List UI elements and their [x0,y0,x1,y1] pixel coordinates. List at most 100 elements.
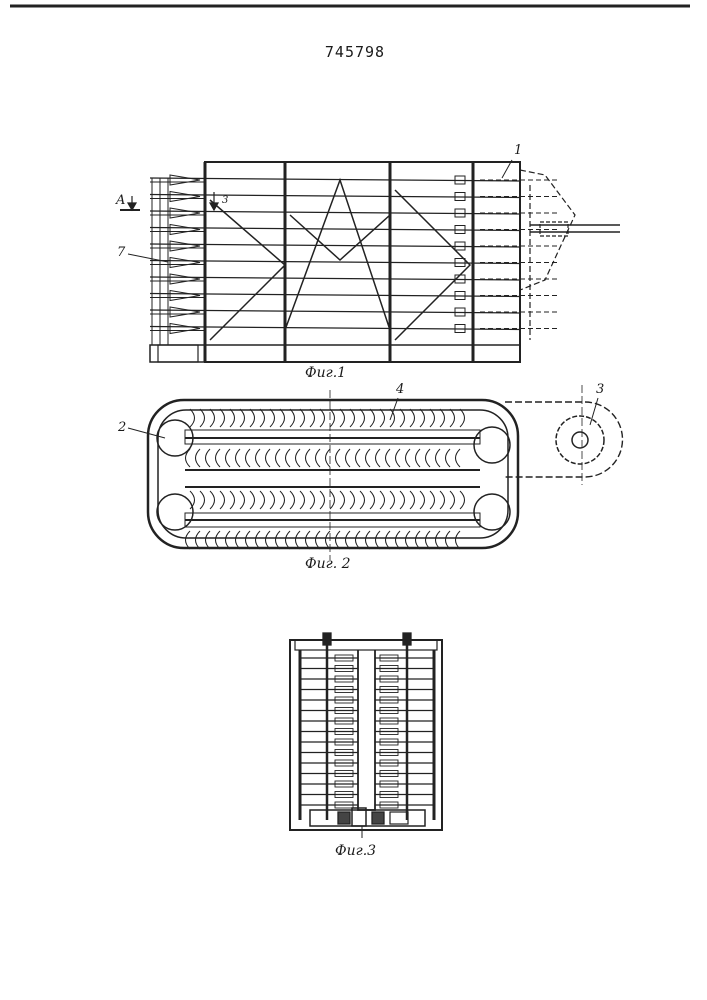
carrier-cup [260,491,265,509]
carrier-cup [340,409,345,427]
carrier-cup [300,491,305,509]
carrier-cup [280,409,285,427]
carrier-cup [426,531,431,549]
carrier-cup [236,449,241,467]
carrier-cup [196,449,201,467]
carrier-cup [286,449,291,467]
carrier-cup [310,409,315,427]
drive-hub [572,432,588,448]
carrier-cup [420,409,425,427]
carrier-cup [366,449,371,467]
bracing [210,200,285,340]
carrier-cup [456,449,461,467]
cone-carrier [170,324,200,334]
top-bar [295,640,437,650]
cone-carrier [170,241,200,251]
coupling [390,812,408,824]
carrier-cup [426,449,431,467]
carrier-cup [446,449,451,467]
carrier-cup [296,449,301,467]
carrier-cup [396,449,401,467]
carrier-cup [246,531,251,549]
label-section-ref: 3 [222,195,228,206]
post-top [403,633,411,645]
carrier-cup [276,531,281,549]
figure-2-plan-view [128,385,623,560]
carrier-cup [450,409,455,427]
carrier-cup [400,409,405,427]
carrier-cup [250,491,255,509]
post-top [323,633,331,645]
carrier-cup [236,531,241,549]
carrier-cup [300,409,305,427]
carrier-cup [220,409,225,427]
carrier-cup [280,491,285,509]
carrier-cup [370,409,375,427]
carrier-cup [410,409,415,427]
carrier-cup [256,449,261,467]
carrier-cup [386,449,391,467]
section-arrowhead [128,203,136,210]
carrier-cup [436,449,441,467]
carrier-cup [446,531,451,549]
carrier-cup [346,531,351,549]
carrier-cup [326,531,331,549]
carrier-cup [190,409,195,427]
carrier-cup [316,531,321,549]
carrier-cup [200,491,205,509]
carrier-cup [400,491,405,509]
carrier-cup [320,409,325,427]
carrier-cup [406,449,411,467]
carrier-cup [216,449,221,467]
carrier-cup [410,491,415,509]
carrier-cup [376,531,381,549]
carrier-cup [216,531,221,549]
carrier-cup [430,491,435,509]
drive-sprocket [556,416,604,464]
carrier-cup [296,531,301,549]
carrier-cup [210,409,215,427]
figure-1-side-view [120,160,620,362]
carrier-cup [260,409,265,427]
inner-track [158,410,508,538]
carrier-cup [440,491,445,509]
carrier-cup [266,449,271,467]
carrier-cup [336,449,341,467]
carrier-cup [200,409,205,427]
cone-carrier [170,208,200,218]
label-part-1: 1 [514,143,522,158]
carrier-cup [310,491,315,509]
carrier-cup [206,531,211,549]
cone-carrier [170,175,200,185]
bracing [285,180,390,330]
carrier-cup [256,531,261,549]
carrier-cup [440,409,445,427]
carrier-cup [196,531,201,549]
carrier-cup [316,449,321,467]
carrier-cup [456,531,461,549]
carrier-cup [336,531,341,549]
cone-carrier [170,225,200,235]
carrier-cup [450,491,455,509]
carrier-cup [416,531,421,549]
caption-fig3: Фиг.3 [335,843,376,859]
carrier-cup [360,409,365,427]
carrier-cup [420,491,425,509]
carrier-cup [226,531,231,549]
cone-carrier [170,258,200,268]
carrier-cup [380,491,385,509]
carrier-cup [356,531,361,549]
carrier-cup [230,409,235,427]
carrier-cup [386,531,391,549]
sprocket [474,427,510,463]
carrier-cup [356,449,361,467]
drive-extension [505,402,623,477]
carrier-cup [460,491,465,509]
carrier-cup [266,531,271,549]
cone-carrier [170,307,200,317]
carrier-cup [306,531,311,549]
gear-box [338,812,350,824]
sprocket [157,494,193,530]
cone-carrier [170,291,200,301]
carrier-cup [186,531,191,549]
